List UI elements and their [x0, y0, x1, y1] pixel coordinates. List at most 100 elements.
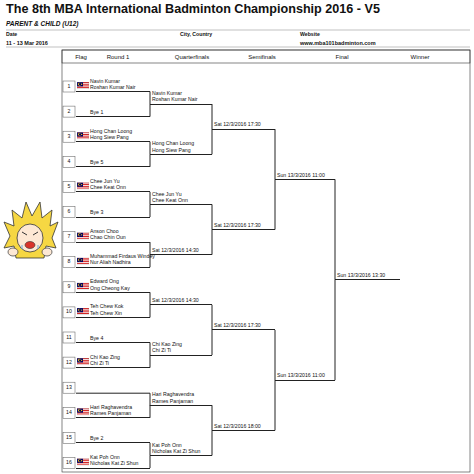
slot-text: Hong Chan Loong	[90, 128, 150, 134]
slot-text: Hong Siew Pang	[90, 134, 150, 140]
seed-number: 4	[68, 159, 71, 165]
bracket-connector	[150, 455, 151, 468]
slot-text: Hong Siew Pang	[152, 147, 212, 153]
eye-mark	[22, 232, 27, 235]
column-header: Final	[335, 54, 348, 61]
slot-text: Chee Keat Onn	[152, 197, 212, 203]
slot-text: Hong Chan Loong	[152, 140, 212, 146]
seed-box	[63, 282, 75, 293]
seed-box	[63, 357, 75, 368]
slot-text: Bye 2	[90, 435, 150, 441]
seed-box	[63, 207, 75, 218]
bracket-connector	[212, 230, 213, 255]
seed-number: 10	[66, 309, 72, 315]
seed-box	[63, 432, 75, 443]
bracket-slot: Bye 4	[76, 325, 150, 343]
field-value: www.mba101badminton.com	[300, 40, 376, 46]
flag-icon	[77, 408, 89, 415]
seed-box	[63, 382, 75, 393]
slot-text: Ong Cheong Kay	[90, 285, 150, 291]
mouth-shape	[25, 242, 35, 249]
bracket-slot: Navin KumarRoshan Kumar Nair	[150, 90, 212, 105]
bracket-slot: Sun 13/3/2016 11:00	[275, 165, 335, 180]
bracket-slot: Chee Jun YuChee Keat Onn	[150, 190, 212, 205]
slot-text: Kat Poh Onn	[90, 454, 150, 460]
slot-text: Hari Raghavendra	[90, 404, 150, 410]
bracket-slot: Bye 3	[76, 200, 150, 218]
seed-number: 6	[68, 209, 71, 215]
bracket-connector	[150, 154, 151, 167]
column-header-row	[62, 50, 470, 63]
header-rule	[6, 47, 470, 48]
slot-text: Navin Kumar	[152, 90, 212, 96]
bracket-connector	[150, 305, 151, 318]
slot-text: Bye 5	[90, 159, 150, 165]
slot-text: Chee Jun Yu	[152, 191, 212, 197]
flag-icon	[77, 308, 89, 315]
seed-box	[63, 307, 75, 318]
bracket-connector	[150, 204, 151, 217]
seed-box	[63, 156, 75, 167]
slot-text: Sun 13/3/2016 11:00	[277, 172, 335, 178]
bracket-connector	[150, 355, 151, 368]
bracket-border	[62, 50, 470, 472]
seed-number: 9	[68, 284, 71, 290]
seed-box	[63, 332, 75, 343]
slot-text: Nur Aliah Nadhira	[90, 259, 150, 265]
bracket-slot: Muhammad Firdaus WindeyNur Aliah Nadhira	[76, 250, 150, 268]
cartoon-illustration	[4, 202, 58, 258]
flag-icon	[77, 358, 89, 365]
bracket-connector	[212, 129, 213, 154]
bracket-slot: Sun 13/3/2016 11:00	[275, 366, 335, 381]
bracket-connector	[150, 405, 151, 418]
slot-text: Roshan Kumar Nair	[90, 84, 150, 90]
seed-box	[63, 232, 75, 243]
bracket-slot: Bye 5	[76, 149, 150, 167]
slot-text: Chee Jun Yu	[90, 178, 150, 184]
slot-text: Nicholas Kat Zi Shun	[90, 460, 150, 466]
slot-text: Chi Kao Zing	[152, 341, 212, 347]
hand-shape	[42, 248, 52, 256]
seed-number: 15	[66, 435, 72, 441]
seed-number: 12	[66, 360, 72, 366]
bracket-slot: Sat 12/3/2016 17:30	[212, 115, 275, 130]
face-shape	[17, 224, 43, 252]
flag-icon	[77, 82, 89, 89]
seed-number: 13	[66, 385, 72, 391]
bracket-slot: Sat 12/3/2016 18:00	[212, 416, 275, 431]
seed-boxes	[63, 81, 75, 469]
slot-text: Hari Raghavendra	[152, 391, 212, 397]
field-label: City, Country	[180, 32, 212, 38]
slot-text: Muhammad Firdaus Windey	[90, 253, 150, 259]
slot-text: Anson Choo	[90, 228, 150, 234]
slot-text: Edward Ong	[90, 278, 150, 284]
slot-text: Bye 1	[90, 109, 150, 115]
bracket-slot: Anson ChooChao Chin Oun	[76, 225, 150, 243]
hair-shape	[4, 202, 58, 258]
bracket-slot: Hari RaghavendraRames Panjaman	[150, 391, 212, 406]
column-header: Flag	[75, 54, 87, 61]
slot-text: Sat 12/3/2016 18:00	[214, 423, 275, 429]
flag-icon	[77, 258, 89, 265]
field-value: 11 - 13 Mar 2016	[6, 40, 48, 46]
bracket-slot: Bye 1	[76, 99, 150, 117]
bracket-slot: Sat 12/3/2016 17:30	[212, 315, 275, 330]
column-header: Quarterfinals	[175, 54, 209, 61]
flag-icon	[77, 233, 89, 240]
bracket-slot: Sat 12/3/2016 14:30	[150, 290, 212, 305]
slot-text: Teh Chew Xin	[90, 310, 150, 316]
seed-box	[63, 131, 75, 142]
bracket-connector	[212, 430, 213, 455]
flag-icon	[77, 132, 89, 139]
column-header: Round 1	[107, 54, 130, 61]
bracket-slot: Chi Kao ZingChi Zi Ti	[150, 341, 212, 356]
slot-text: Sat 12/3/2016 17:30	[214, 222, 275, 228]
seed-number: 11	[66, 335, 71, 341]
slot-text: Sat 12/3/2016 14:30	[152, 247, 212, 253]
seed-number: 3	[68, 134, 71, 140]
bracket-connector	[212, 330, 213, 355]
eye-mark	[33, 232, 38, 235]
slot-text: Sun 13/3/2016 13:30	[337, 272, 400, 278]
